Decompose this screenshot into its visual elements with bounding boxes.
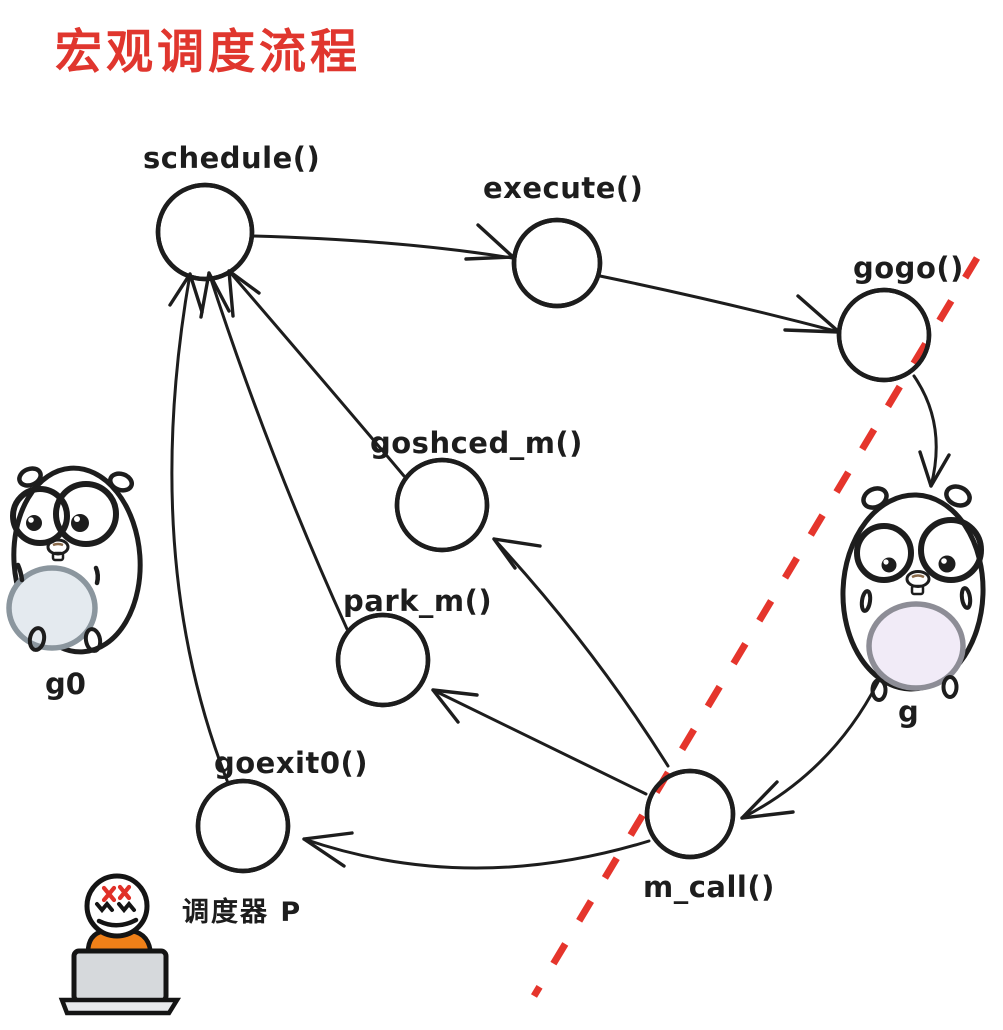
scheduler-p-label: 调度器 P [182, 896, 302, 928]
node-gogo-label: gogo() [853, 251, 964, 285]
gopher-g0: g0 [6, 465, 143, 701]
gopher-g0-left-pupil-icon [26, 515, 42, 531]
gopher-g-left-eye-icon [854, 523, 914, 583]
node-gogo-circle [836, 287, 932, 383]
gopher-g-nose-icon [905, 570, 931, 588]
gopher-g-right-highlight [941, 558, 947, 564]
gopher-g0-right-highlight [74, 516, 80, 522]
node-schedule-circle [155, 182, 255, 282]
gopher-g0-left-eye-icon [10, 486, 70, 546]
node-m-call-circle [644, 768, 736, 860]
gopher-g0-left-arm-mark [15, 562, 25, 583]
arrow-mcall-to-goexit0 [302, 831, 651, 870]
arrow-schedule-to-execute [250, 223, 515, 261]
gopher-g0-left-highlight [28, 517, 34, 523]
gopher-g-right-arm-mark [959, 586, 973, 610]
person-frown-icon [96, 917, 139, 928]
node-schedule: schedule() [143, 141, 320, 282]
angry-mark-icon [101, 885, 117, 903]
person-left-eye-icon [95, 900, 114, 914]
node-gogo: gogo() [836, 251, 964, 383]
gopher-g0-belly [6, 565, 98, 651]
gopher-g-right-eye-icon [918, 517, 984, 583]
arrow-g-to-mcall [740, 680, 880, 820]
gopher-g0-right-eye-icon [53, 481, 119, 547]
node-schedule-label: schedule() [143, 141, 320, 175]
gopher-g0-right-foot-icon [83, 627, 103, 653]
gopher-g0-label: g0 [45, 667, 86, 701]
arrow-mcall-to-parkm [431, 688, 648, 796]
person-scheduler-p: 调度器 P [58, 873, 302, 1016]
gopher-g0-body [11, 465, 143, 655]
edges [168, 223, 951, 870]
gopher-g-right-ear-icon [944, 484, 972, 508]
arrow-gogo-to-g [912, 374, 951, 488]
gopher-g0-right-pupil-icon [71, 514, 89, 532]
arrow-execute-to-gogo [598, 274, 841, 334]
node-park-m: park_m() [335, 584, 492, 708]
gopher-g0-right-ear-icon [108, 471, 134, 493]
laptop-screen-icon [71, 948, 169, 1004]
gopher-g-label: g [898, 695, 919, 729]
gopher-g-right-pupil-icon [938, 555, 956, 573]
arrow-parkm-to-schedule [199, 271, 349, 631]
red-dashed-divider [530, 256, 981, 998]
gopher-g-left-highlight [883, 559, 889, 565]
arrow-mcall-to-goshcedm [492, 537, 670, 768]
arrow-goexit0-to-schedule [168, 272, 230, 785]
gopher-g-nose-detail [911, 574, 925, 579]
node-goshced-m: goshced_m() [370, 426, 583, 553]
gopher-g-right-foot-icon [941, 675, 959, 699]
node-execute-circle [511, 217, 603, 309]
gopher-g-left-ear-icon [861, 486, 889, 510]
gopher-g0-nose-detail [52, 542, 64, 547]
gopher-g-tooth-icon [910, 584, 925, 596]
gopher-g-left-foot-icon [870, 678, 888, 702]
node-m-call-label: m_call() [643, 870, 775, 904]
gopher-g0-left-foot-icon [27, 626, 47, 652]
node-goshced-m-label: goshced_m() [370, 426, 583, 460]
gopher-g0-arm-mark [93, 565, 101, 586]
laptop-base-icon [58, 997, 182, 1016]
person-right-eye-icon [117, 900, 136, 914]
gopher-g-left-pupil-icon [881, 557, 897, 573]
gopher-g0-tooth-icon [51, 551, 65, 562]
angry-mark-2-icon [117, 884, 132, 901]
gopher-g: g [840, 484, 986, 729]
node-m-call: m_call() [643, 768, 775, 904]
arrow-goshcedm-to-schedule [227, 269, 406, 478]
node-goexit0-label: goexit0() [214, 746, 368, 780]
node-execute: execute() [483, 171, 643, 309]
page-title: 宏观调度流程 [55, 25, 361, 80]
node-park-m-label: park_m() [343, 584, 492, 618]
node-goexit0-circle [195, 778, 291, 874]
node-execute-label: execute() [483, 171, 643, 205]
gopher-g-left-arm-mark [859, 589, 873, 613]
gopher-g-belly [866, 601, 966, 691]
node-goexit0: goexit0() [195, 746, 368, 874]
node-goshced-m-circle [394, 457, 490, 553]
gopher-g0-left-ear-icon [17, 466, 43, 488]
node-park-m-circle [335, 612, 431, 708]
